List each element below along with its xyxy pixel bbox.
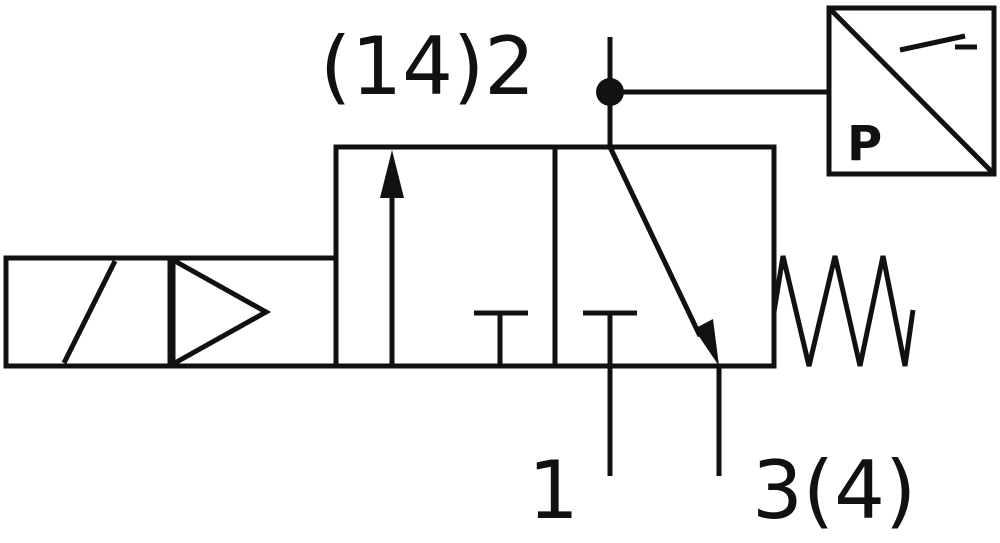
solenoid-actuator — [3, 255, 339, 369]
pressure-switch-box — [826, 5, 997, 177]
port-label-output: (14)2 — [320, 20, 535, 113]
port-label-exhaust: 3(4) — [752, 444, 916, 537]
pressure-switch-letter: P — [847, 116, 882, 172]
right-flow-line — [607, 145, 703, 338]
pressure-switch: P — [826, 5, 997, 177]
pressure-switch-diagonal — [827, 6, 996, 176]
valve-body — [333, 144, 777, 369]
right-flow-arrow-icon — [694, 319, 719, 366]
switch-contact-blade — [899, 33, 966, 53]
left-flow-arrow-icon — [380, 150, 404, 198]
port-lines — [596, 37, 829, 476]
return-spring-icon — [771, 255, 916, 367]
solenoid-coil-slash — [61, 259, 118, 365]
pilot-triangle-icon — [170, 255, 272, 369]
port-label-supply: 1 — [528, 444, 579, 537]
valve-position-left — [333, 144, 558, 369]
valve-position-right — [552, 144, 777, 369]
